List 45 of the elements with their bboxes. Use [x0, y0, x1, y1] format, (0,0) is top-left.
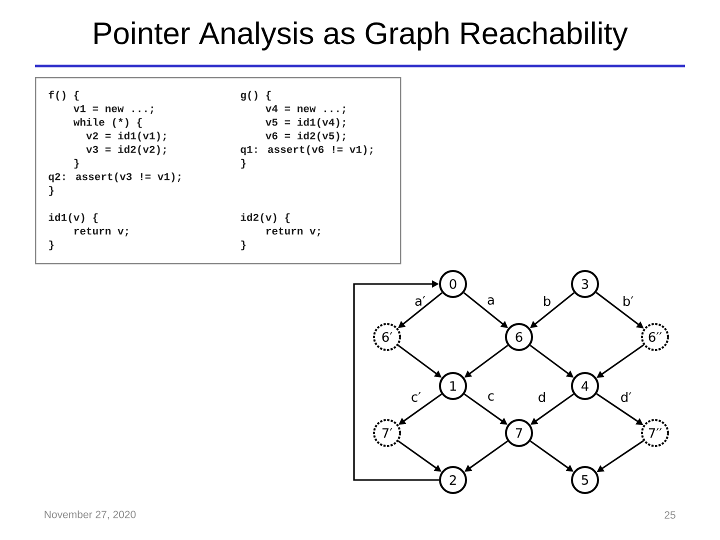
dashed-circle-node: 7′	[373, 419, 401, 447]
code-line: }	[74, 158, 79, 169]
edge-label: b′	[624, 296, 634, 306]
footer-text: November 27, 2020	[44, 510, 136, 520]
circle-node: 5	[571, 466, 599, 494]
footer-text: 25	[664, 511, 676, 519]
code-line: q2: assert(v3 != v1);	[48, 172, 180, 182]
code-line: v4 = new ...;	[266, 105, 346, 114]
edge-label: c′	[412, 392, 421, 402]
code-line: v3 = id2(v2);	[86, 145, 166, 156]
circle-node: 7	[505, 419, 533, 447]
code-line: }	[241, 158, 246, 169]
code-line: id2(v) {	[240, 213, 290, 224]
code-line: }	[241, 240, 246, 250]
code-line: g() {	[240, 90, 271, 101]
code-line: f() {	[48, 90, 79, 101]
circle-node: 3	[571, 270, 599, 298]
edge-label: d	[538, 392, 545, 402]
code-line: q1: assert(v6 != v1);	[240, 145, 372, 156]
code-line: }	[49, 186, 54, 196]
code-line: v5 = id1(v4);	[266, 118, 346, 128]
code-line: v6 = id2(v5);	[266, 132, 346, 142]
code-line: id1(v) {	[48, 213, 98, 224]
edge-label: a	[488, 297, 494, 305]
code-panel	[35, 77, 402, 264]
code-line: while (*) {	[73, 118, 142, 128]
arrow	[353, 280, 439, 481]
edge-label: c	[488, 393, 494, 401]
circle-node: 2	[439, 466, 467, 494]
dashed-circle-node: 6′	[373, 323, 401, 351]
circle-node: 6	[505, 323, 533, 351]
code-line: return v;	[266, 228, 320, 236]
circle-node: 1	[439, 372, 467, 400]
circle-node: 4	[571, 372, 599, 400]
edge-label: a′	[415, 296, 426, 306]
title: Pointer Analysis as Graph Reachability	[94, 22, 628, 50]
dashed-circle-node: 6′′	[641, 323, 669, 351]
code-line: return v;	[74, 228, 128, 236]
circle-node: 0	[439, 270, 467, 298]
code-line: }	[49, 240, 54, 250]
edge-label: d′	[621, 392, 632, 402]
edge-label: b	[544, 296, 550, 306]
dashed-circle-node: 7′′	[641, 419, 669, 447]
code-line: v2 = id1(v1);	[86, 132, 166, 142]
code-line: v1 = new ...;	[74, 105, 154, 114]
